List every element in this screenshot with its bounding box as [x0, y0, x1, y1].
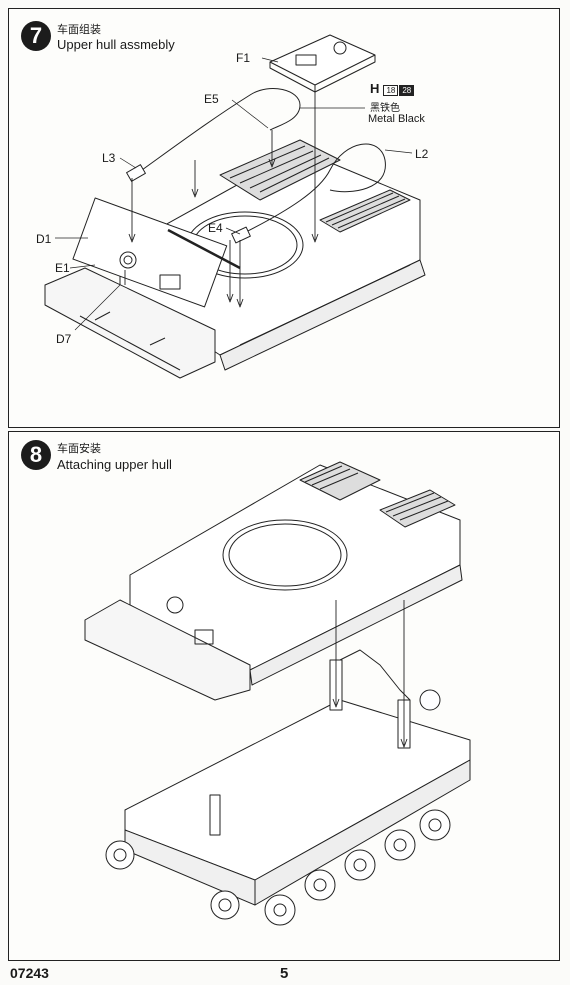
- assembly-arrows-step7: [124, 90, 319, 308]
- paint-number-1: 18: [383, 85, 399, 96]
- part-e4-rod: [167, 228, 241, 270]
- part-label-f1: F1: [236, 51, 251, 65]
- part-label-l3: L3: [102, 151, 116, 165]
- paint-name-en: Metal Black: [368, 113, 425, 125]
- upper-hull-step8: [84, 461, 463, 701]
- step-7-number: 7: [29, 23, 43, 48]
- part-label-l2: L2: [415, 147, 429, 161]
- paint-number-2: 28: [399, 85, 415, 96]
- step-8-title-cn: 车面安装: [57, 442, 101, 455]
- part-label-e4: E4: [208, 221, 223, 235]
- part-label-e1: E1: [55, 261, 70, 275]
- upper-hull-step7: [44, 139, 426, 379]
- kit-code: 07243: [10, 965, 49, 981]
- tow-cables: [126, 87, 386, 244]
- part-label-d1: D1: [36, 232, 52, 246]
- step-7-title-en: Upper hull assmebly: [57, 37, 175, 52]
- page-number: 5: [280, 965, 289, 982]
- step-8-badge: 8: [21, 440, 51, 470]
- lower-hull-step8: [105, 649, 471, 926]
- part-label-d7: D7: [56, 332, 72, 346]
- assembly-arrows-step8: [332, 600, 408, 748]
- part-label-e5: E5: [204, 92, 219, 106]
- leader-lines-step7: [55, 57, 413, 331]
- step-7-badge: 7: [21, 21, 51, 51]
- step-7-title-cn: 车面组装: [57, 23, 101, 36]
- paint-name-cn: 黑铁色: [370, 103, 400, 114]
- step-8-title-en: Attaching upper hull: [57, 457, 172, 472]
- part-f1-plate: [269, 34, 376, 93]
- step-8-number: 8: [29, 442, 43, 467]
- paint-code: H: [370, 81, 380, 96]
